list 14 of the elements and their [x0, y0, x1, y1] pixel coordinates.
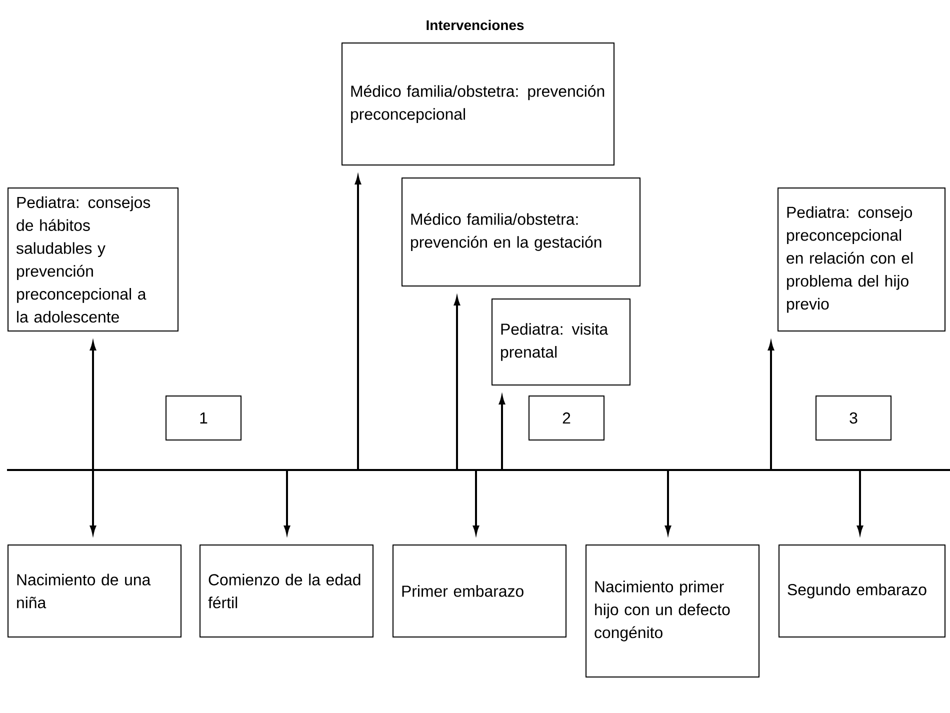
text-box: Médico familia/obstetra: prevención en la gestación [402, 178, 640, 286]
number-box: 2 [528, 396, 604, 440]
number-box: 3 [816, 396, 892, 440]
text-box: Comienzo de la edad fértil [200, 544, 374, 638]
title: Intervenciones [426, 20, 524, 30]
text-box: Segundo embarazo [778, 544, 946, 638]
number-box: 1 [166, 396, 242, 440]
text-box: Nacimiento primer hijo con un defecto congénito [586, 544, 760, 678]
text-box: Pediatra: consejos de hábitos saludables y prevención preconcepcional a la adolescente [8, 188, 178, 332]
text-box: Nacimiento de una niña [8, 544, 182, 638]
text-box: Pediatra: consejo preconcepcional en relación con el problema del hijo previo [778, 188, 946, 332]
text-box: Pediatra: visita prenatal [492, 298, 630, 386]
text-box: Médico familia/obstetra: prevención preconcepcional [342, 42, 614, 166]
text-box: Primer embarazo [392, 544, 566, 638]
